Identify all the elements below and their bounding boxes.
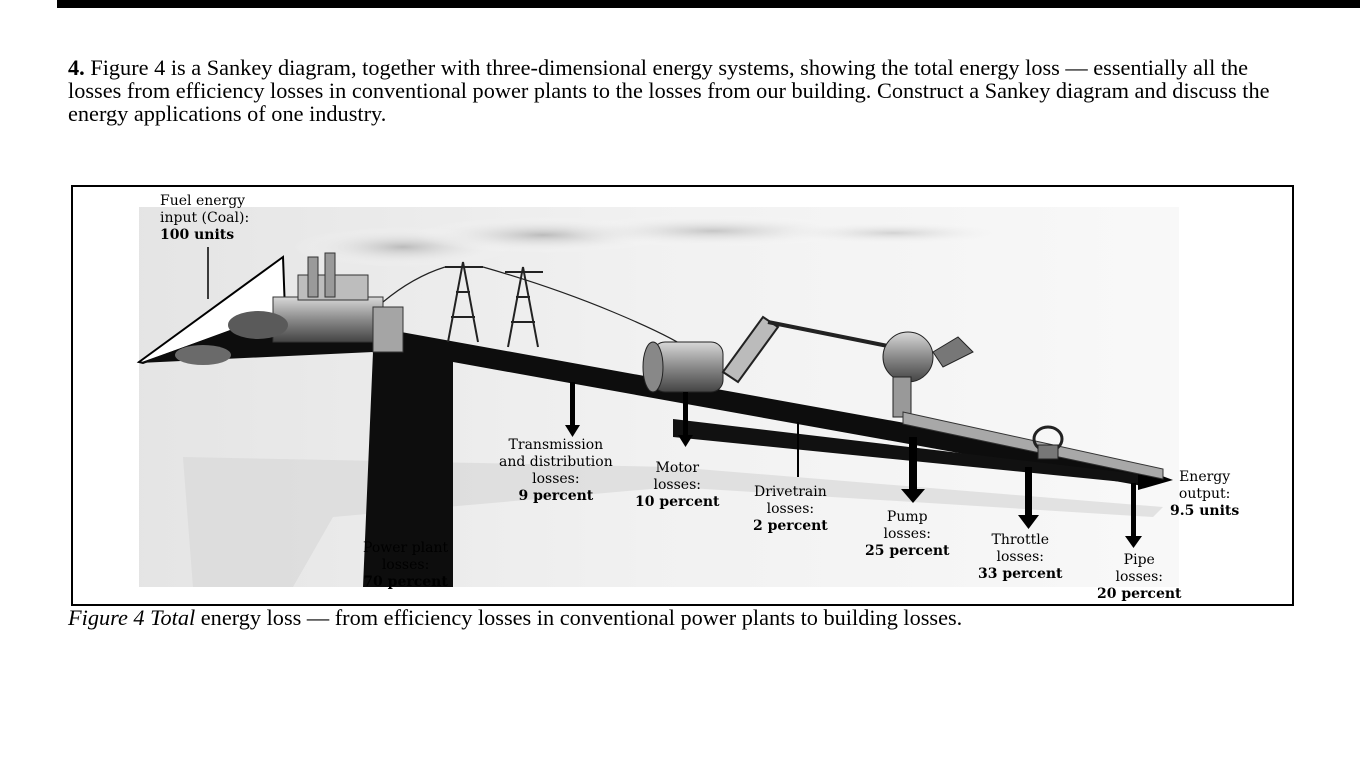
pump-icon [882, 331, 974, 418]
motor-loss-label: Motor losses: 10 percent [635, 460, 720, 511]
pump-loss-arrow [909, 437, 917, 492]
output-value: 9.5 units [1170, 503, 1240, 519]
motor-icon [642, 341, 724, 393]
transmission-loss-line2: losses: [532, 471, 580, 487]
pump-loss-line2: losses: [883, 526, 931, 542]
drivetrain-loss-line2: losses: [766, 501, 815, 517]
figure-caption: Figure 4 Total energy loss — from effici… [68, 606, 1298, 629]
pump-loss-line1: Pump [886, 509, 928, 525]
pipe-loss-arrowhead [1125, 536, 1142, 548]
transmission-loss-arrowhead [565, 425, 580, 437]
coal-pile-2 [175, 345, 231, 365]
motor-loss-line1: Motor [655, 460, 700, 476]
output-label-line1: Energy [1179, 469, 1231, 485]
input-value: 100 units [160, 227, 235, 243]
power-plant-loss-line1: Power plant [363, 540, 449, 556]
sankey-tail [673, 419, 1163, 483]
pipe-loss-label: Pipe losses: 20 percent [1097, 552, 1182, 603]
motor-loss-arrow [683, 392, 688, 437]
sankey-illustration [136, 207, 1179, 587]
pipe-loss-line1: Pipe [1123, 552, 1155, 568]
power-plant-loss-line2: losses: [381, 557, 430, 573]
question-number: 4. [68, 55, 85, 80]
power-plant-icon [175, 252, 404, 365]
transmission-loss-arrow [570, 382, 575, 427]
motor-loss-arrowhead [678, 435, 693, 447]
throttle-loss-arrowhead [1018, 515, 1039, 529]
throttle-loss-label: Throttle losses: 33 percent [978, 532, 1063, 583]
pipe-loss-line2: losses: [1115, 569, 1163, 585]
question-text: Figure 4 is a Sankey diagram, together w… [68, 55, 1270, 126]
pump-loss-arrowhead [901, 489, 925, 503]
sankey-figure: Fuel energy input (Coal): 100 units Powe… [71, 185, 1294, 606]
drivetrain-loss-value: 2 percent [753, 518, 828, 534]
transmission-loss-label: Transmission and distribution losses: 9 … [499, 437, 613, 505]
transmission-tower-icon [382, 261, 694, 353]
throttle-valve-icon [1032, 425, 1064, 460]
top-border-bar [57, 0, 1360, 8]
drivetrain-loss-label: Drivetrain losses: 2 percent [753, 484, 828, 535]
transmission-loss-value: 9 percent [518, 488, 594, 504]
throttle-loss-arrow [1025, 467, 1032, 517]
pump-loss-label: Pump losses: 25 percent [865, 509, 950, 560]
pipe-icon [902, 411, 1164, 480]
transmission-loss-line1b: and distribution [499, 454, 613, 470]
throttle-loss-line1: Throttle [991, 532, 1050, 548]
coal-pile [228, 311, 288, 339]
transmission-loss-line1: Transmission [508, 437, 604, 453]
input-label-line1: Fuel energy [160, 193, 246, 209]
power-plant-loss-label: Power plant losses: 70 percent [363, 540, 448, 591]
input-label-line2: input (Coal): [160, 210, 250, 226]
smoke-plume-3 [563, 215, 863, 247]
caption-text: energy loss — from efficiency losses in … [195, 605, 963, 630]
motor-loss-value: 10 percent [635, 494, 720, 510]
question-paragraph: 4. Figure 4 is a Sankey diagram, togethe… [68, 56, 1298, 125]
drivetrain-icon [721, 315, 894, 384]
pump-loss-value: 25 percent [865, 543, 950, 559]
power-plant-loss-value: 70 percent [363, 574, 448, 590]
drivetrain-loss-line1: Drivetrain [754, 484, 827, 500]
sankey-main-band [139, 311, 1148, 587]
throttle-loss-value: 33 percent [978, 566, 1063, 582]
output-label-line2: output: [1178, 486, 1231, 502]
loss-arrows [565, 382, 1142, 548]
motor-loss-line2: losses: [653, 477, 701, 493]
caption-italic: Figure 4 Total [68, 605, 196, 630]
drivetrain-loss-arrow [797, 422, 799, 477]
output-label: Energy output: 9.5 units [1170, 469, 1239, 520]
pipe-loss-value: 20 percent [1097, 586, 1182, 602]
smoke-plume-4 [773, 221, 1013, 245]
pipe-loss-arrow [1131, 483, 1136, 538]
throttle-loss-line2: losses: [996, 549, 1044, 565]
input-label: Fuel energy input (Coal): 100 units [160, 193, 249, 244]
